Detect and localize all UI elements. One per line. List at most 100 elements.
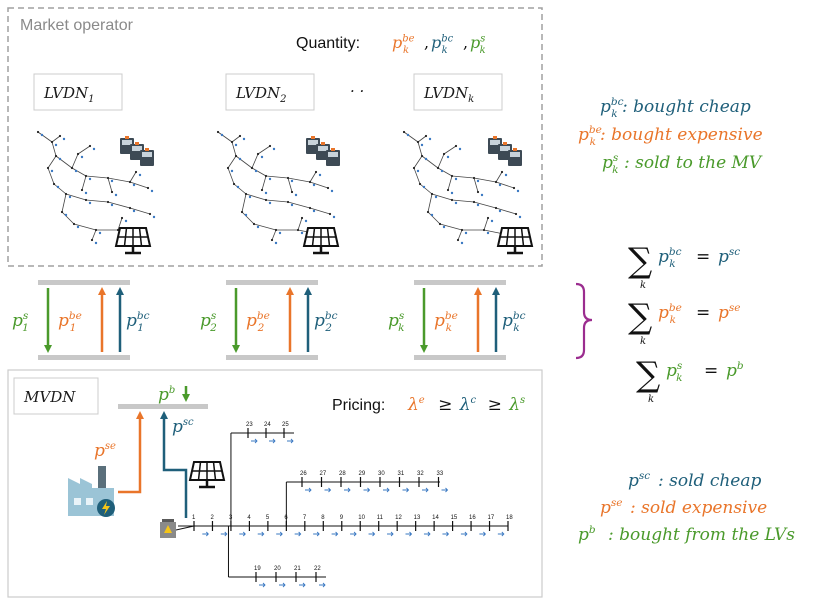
lv-node xyxy=(58,134,62,138)
mv-load-arrow xyxy=(497,531,505,537)
lv-node xyxy=(308,206,312,210)
lv-node xyxy=(84,198,88,202)
mv-bus-number: 22 xyxy=(314,566,321,572)
mv-bus-number: 9 xyxy=(340,515,344,521)
lv-load xyxy=(490,219,494,223)
lv-node xyxy=(60,210,64,214)
lv-line xyxy=(495,207,517,215)
lv-load xyxy=(420,143,424,147)
lv-load xyxy=(234,143,238,147)
market-operator-title: Market operator xyxy=(20,17,134,34)
sum-rhs: pb xyxy=(726,360,744,381)
lv-node xyxy=(146,186,150,190)
lv-load xyxy=(486,231,490,235)
mv-load-arrow xyxy=(257,531,265,537)
quantity-label: Quantity: xyxy=(296,35,360,52)
mv-bus-number: 26 xyxy=(300,471,307,477)
mv-bus-number: 14 xyxy=(432,515,439,521)
lv-node xyxy=(128,206,132,210)
lv-load xyxy=(464,231,468,235)
lv-line xyxy=(107,201,131,209)
lv-node xyxy=(494,180,498,184)
lv-node xyxy=(120,216,124,220)
mv-bus-number: 27 xyxy=(320,471,327,477)
lv-line xyxy=(439,223,463,231)
mv-bus-number: 7 xyxy=(303,515,307,521)
lv-line xyxy=(437,153,445,169)
lv-line xyxy=(47,167,55,185)
transformer-icon xyxy=(160,519,176,538)
lv-bus-bar xyxy=(226,280,318,285)
battery-icon-1 xyxy=(120,136,154,166)
lv-load xyxy=(236,185,240,189)
lv-node xyxy=(326,186,330,190)
p-sc-label: psc xyxy=(172,417,194,437)
lv-line xyxy=(73,223,97,231)
p-se-arrow xyxy=(118,411,144,494)
mv-bus-number: 25 xyxy=(282,422,289,428)
lv-line xyxy=(71,153,79,169)
lv-node xyxy=(472,176,476,180)
mv-bus-number: 18 xyxy=(506,515,513,521)
lv-load xyxy=(330,189,334,193)
lv-load xyxy=(440,169,444,173)
lv-line xyxy=(403,131,419,143)
balance-bracket xyxy=(575,282,593,360)
lv-load xyxy=(422,185,426,189)
lv-line xyxy=(91,229,97,241)
lv-load xyxy=(230,169,234,173)
lv-line xyxy=(473,201,497,209)
lv-node xyxy=(256,152,260,156)
lv-node xyxy=(268,144,272,148)
lv-load xyxy=(152,215,156,219)
lv-load xyxy=(476,203,480,207)
sum-symbol: ∑ xyxy=(628,297,652,337)
battery-terminal xyxy=(503,142,507,145)
legend-text: : sold expensive xyxy=(630,498,767,518)
lv-load xyxy=(294,193,298,197)
mv-bus-number: 32 xyxy=(417,471,424,477)
mv-load-arrow xyxy=(319,582,326,588)
mv-load-arrow xyxy=(259,582,266,588)
lv-load xyxy=(454,201,458,205)
equals-sign: = xyxy=(696,303,710,323)
lv-node xyxy=(110,190,114,194)
lv-node xyxy=(416,140,420,144)
lv-line xyxy=(427,193,433,213)
lv-load xyxy=(430,213,434,217)
lv-line xyxy=(53,183,67,195)
mv-bus-number: 10 xyxy=(358,515,365,521)
lv-line xyxy=(483,217,489,231)
battery-terminal xyxy=(125,136,129,139)
mv-load-arrow xyxy=(460,531,468,537)
mv-load-arrow xyxy=(479,531,487,537)
lv-node xyxy=(514,212,518,216)
lv-node xyxy=(64,192,68,196)
quantity-comma: , xyxy=(424,33,429,52)
lv-line xyxy=(61,193,67,213)
mv-load-arrow xyxy=(299,582,306,588)
lv-line xyxy=(421,155,439,169)
mv-bus-number: 19 xyxy=(254,566,261,572)
battery-top xyxy=(490,140,500,145)
lv-node xyxy=(430,192,434,196)
mv-bus-number: 16 xyxy=(469,515,476,521)
lv-load xyxy=(454,177,458,181)
lv-line xyxy=(253,223,277,231)
lv-line xyxy=(265,175,289,179)
lv-node xyxy=(314,170,318,174)
mv-bus-number: 4 xyxy=(247,515,251,521)
lv-load xyxy=(76,225,80,229)
lv-line xyxy=(309,181,329,189)
lv-load xyxy=(518,215,522,219)
